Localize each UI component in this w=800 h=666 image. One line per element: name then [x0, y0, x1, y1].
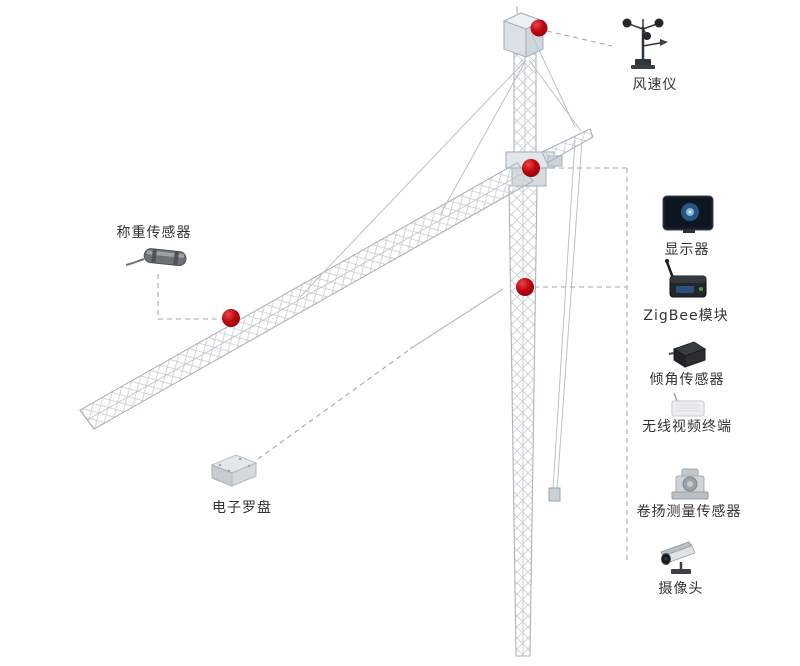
crane-trolley-rope	[409, 288, 504, 350]
wireless-video-terminal-image	[668, 392, 708, 424]
connector-weighing-sensor	[157, 274, 221, 320]
hoist-sensor-image	[668, 466, 712, 508]
weighing-sensor-icon	[125, 248, 187, 267]
weighing-sensor-image	[124, 243, 190, 279]
display-icon	[662, 195, 714, 233]
tilt-sensor-image	[668, 337, 708, 375]
tilt-sensor-icon	[668, 341, 707, 368]
label-anemometer: 风速仪	[632, 77, 678, 93]
crane-mast	[508, 185, 538, 657]
label-camera: 摄像头	[658, 581, 704, 597]
anemometer-image	[616, 13, 670, 75]
label-weighing-sensor: 称重传感器	[116, 225, 192, 241]
marker-turntable	[522, 159, 540, 177]
connector-electronic-compass	[257, 346, 414, 460]
camera-icon	[660, 541, 696, 574]
crane-tie-rods	[299, 34, 582, 298]
sensor-markers	[222, 19, 548, 327]
crane-hoist-cables	[548, 139, 583, 502]
annotation-connectors	[157, 30, 628, 560]
electronic-compass-icon	[210, 454, 258, 487]
marker-mast	[516, 278, 534, 296]
connector-anemometer	[546, 30, 613, 47]
zigbee-module-image	[662, 258, 710, 306]
anemometer-icon	[622, 18, 668, 69]
crane-jib	[79, 162, 534, 430]
label-zigbee-module: ZigBee模块	[643, 308, 729, 324]
label-display: 显示器	[664, 242, 710, 258]
label-tilt-sensor: 倾角传感器	[649, 372, 725, 388]
zigbee-module-icon	[665, 259, 707, 298]
marker-jib	[222, 309, 240, 327]
label-wireless-video-terminal: 无线视频终端	[642, 419, 732, 435]
label-hoist-measurement-sensor: 卷扬测量传感器	[636, 504, 742, 520]
crane-counter-jib	[541, 128, 594, 164]
crane-structure	[79, 6, 594, 657]
marker-anemometer	[530, 19, 548, 37]
camera-image	[655, 535, 703, 581]
display-image	[662, 195, 714, 239]
wireless-video-terminal-icon	[671, 392, 705, 417]
hoist-sensor-icon	[671, 468, 709, 500]
label-electronic-compass: 电子罗盘	[212, 500, 272, 516]
electronic-compass-image	[206, 449, 262, 495]
